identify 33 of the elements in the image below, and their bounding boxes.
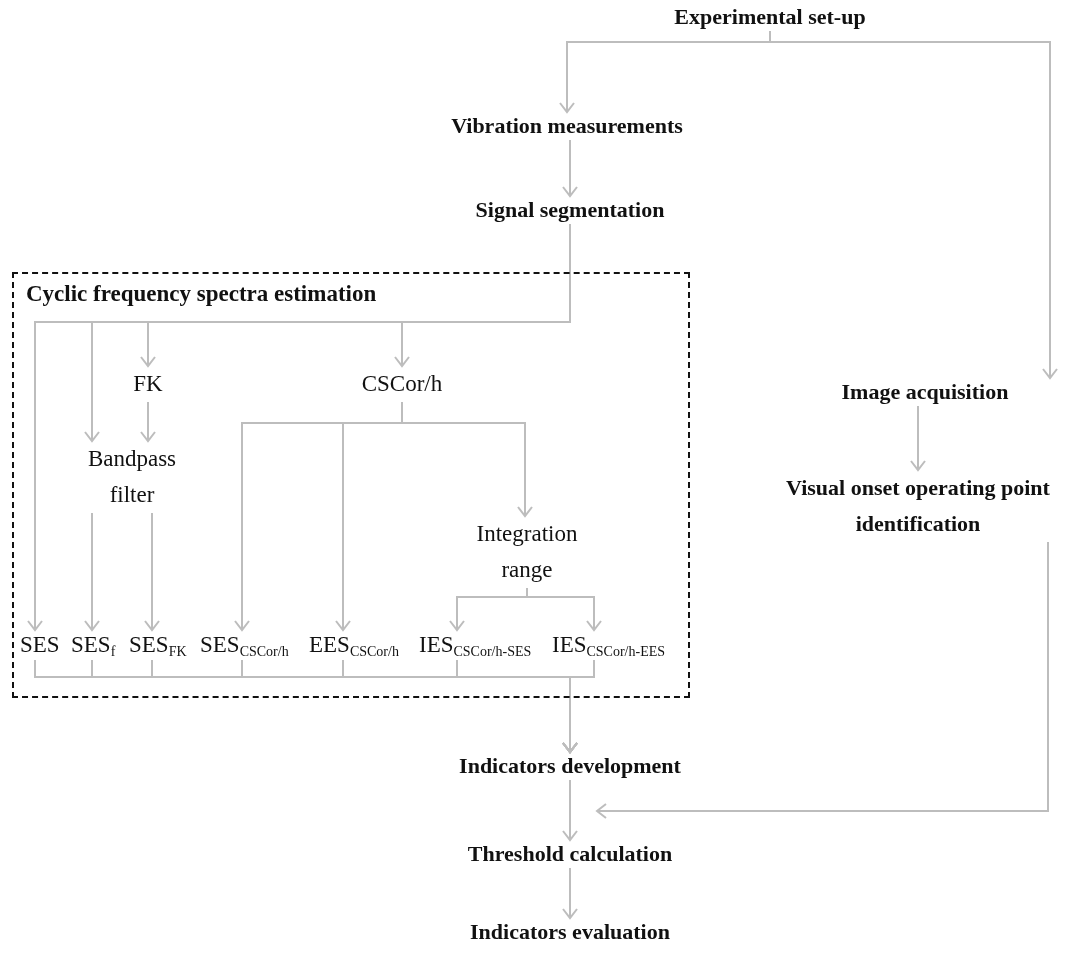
arrow bbox=[526, 587, 602, 631]
step-label: Vibration measurements bbox=[437, 112, 697, 140]
arrow bbox=[84, 512, 100, 631]
step-label: Experimental set-up bbox=[660, 3, 880, 31]
arrow bbox=[562, 139, 578, 197]
step-label: Indicators evaluation bbox=[450, 918, 690, 946]
arrow bbox=[394, 223, 571, 367]
group-heading: Cyclic frequency spectra estimation bbox=[26, 280, 377, 308]
spectrum-label: IES$_{CSCor/h-SES}$ bbox=[419, 630, 532, 660]
spectrum-label: SES$_{FK}$ bbox=[129, 630, 187, 660]
arrow bbox=[596, 541, 1049, 819]
spectrum-label: SES$_{f}$ bbox=[71, 630, 116, 660]
step-label: Threshold calculation bbox=[450, 840, 690, 868]
arrow bbox=[562, 867, 578, 919]
step-label: Integration range bbox=[457, 516, 597, 588]
dashed-group-box bbox=[12, 272, 690, 698]
step-label: Image acquisition bbox=[796, 378, 1054, 406]
arrow bbox=[401, 401, 533, 517]
spectrum-label: SES$_{CSCor/h}$ bbox=[200, 630, 289, 660]
step-label: Visual onset operating point identification bbox=[783, 470, 1053, 542]
step-label: Indicators development bbox=[420, 752, 720, 780]
step-label: FK bbox=[123, 366, 173, 402]
arrow bbox=[769, 30, 1058, 379]
arrow bbox=[140, 401, 156, 442]
arrow bbox=[144, 512, 160, 631]
spectrum-label: IES$_{CSCor/h-EES}$ bbox=[552, 630, 666, 660]
arrow bbox=[910, 405, 926, 471]
spectrum-label: SES bbox=[20, 630, 60, 660]
arrow bbox=[562, 779, 578, 841]
step-label: Bandpass filter bbox=[74, 441, 190, 513]
step-label: Signal segmentation bbox=[455, 196, 685, 224]
spectrum-label: EES$_{CSCor/h}$ bbox=[309, 630, 399, 660]
step-label: CSCor/h bbox=[347, 366, 457, 402]
